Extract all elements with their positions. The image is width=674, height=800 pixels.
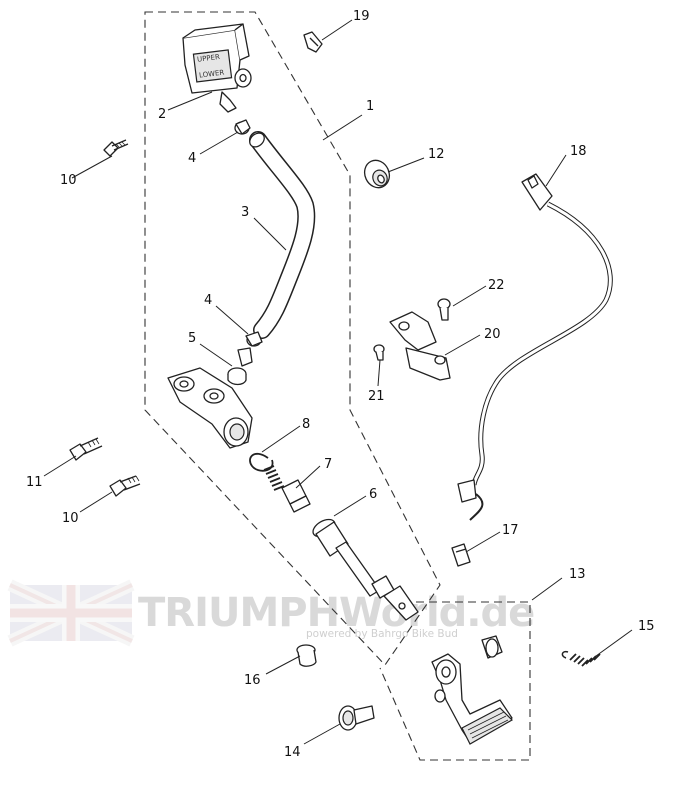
hose-clip-upper — [234, 119, 251, 135]
callout-10: 10 — [62, 511, 79, 526]
pivot-bolt-14 — [338, 705, 375, 731]
callout-numbers: 19 1 2 4 3 10 12 18 22 20 21 4 5 8 7 6 1… — [26, 9, 655, 760]
bolt-22 — [437, 298, 451, 321]
callout-16: 16 — [244, 673, 261, 688]
callout-21: 21 — [368, 389, 385, 404]
callout-12: 12 — [428, 147, 445, 162]
callout-8: 8 — [302, 417, 310, 432]
callout-3: 3 — [241, 205, 249, 220]
callout-5: 5 — [188, 331, 196, 346]
return-spring — [561, 650, 601, 667]
callout-6: 6 — [369, 487, 377, 502]
callout-22: 22 — [488, 278, 505, 293]
brake-pedal — [431, 635, 513, 745]
bolt-9 — [103, 139, 129, 157]
brake-hose — [249, 131, 316, 339]
clip-19 — [303, 31, 323, 53]
master-cylinder — [167, 367, 253, 449]
callout-19: 19 — [353, 9, 370, 24]
callout-4-lower: 4 — [204, 293, 212, 308]
reservoir-upper-mark: UPPER — [197, 53, 221, 64]
push-rod — [312, 518, 419, 621]
switch-bracket — [389, 311, 451, 381]
callout-20: 20 — [484, 327, 501, 342]
switch-harness — [457, 173, 613, 521]
callout-9: 10 — [60, 173, 77, 188]
callout-14: 14 — [284, 745, 301, 760]
screw-21 — [373, 344, 385, 361]
union-flag-logo — [7, 579, 135, 647]
leader-lines — [43, 19, 633, 745]
bolt-10 — [109, 475, 141, 497]
callout-18: 18 — [570, 144, 587, 159]
callout-4-upper: 4 — [188, 151, 196, 166]
callout-13: 13 — [569, 567, 586, 582]
clip-17 — [451, 543, 471, 567]
reservoir-lower-mark: LOWER — [199, 69, 225, 80]
hose-clip-lower — [245, 331, 263, 347]
callout-7: 7 — [324, 457, 332, 472]
assembly-outline-13 — [379, 601, 531, 761]
brake-fluid-reservoir: UPPER LOWER — [182, 23, 252, 113]
callout-1: 1 — [366, 99, 374, 114]
callout-15: 15 — [638, 619, 655, 634]
callout-11: 11 — [26, 475, 43, 490]
grommet-12 — [363, 159, 391, 189]
assembly-outline-1 — [144, 11, 441, 666]
watermark-tagline: powered by Bahrgo Bike Bud — [306, 628, 458, 640]
watermark: TRIUMPHWorld.de powered by Bahrgo Bike B… — [7, 579, 535, 647]
pin-16 — [296, 644, 317, 667]
piston-assembly — [263, 465, 311, 513]
callout-17: 17 — [502, 523, 519, 538]
hose-adaptor — [227, 347, 253, 386]
callout-2: 2 — [158, 107, 166, 122]
